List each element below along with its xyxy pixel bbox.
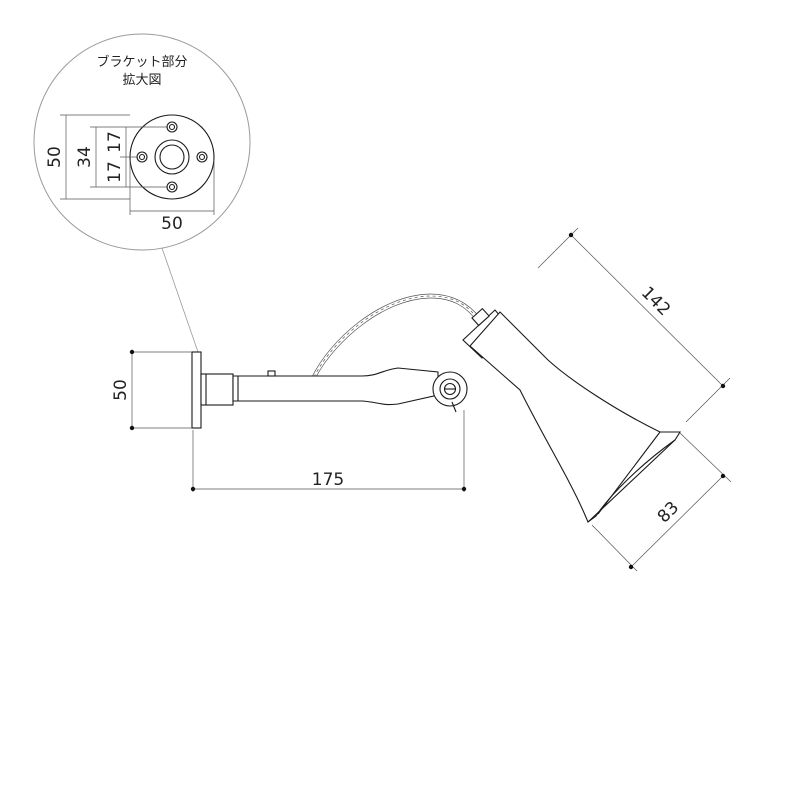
- screw-hole-top-inner: [168, 123, 176, 131]
- detail-dimension-lines: [65, 115, 214, 212]
- detail-dim-width: 50: [161, 214, 183, 234]
- arm: [232, 367, 439, 406]
- detail-title-line2: 拡大図: [122, 73, 161, 88]
- detail-dim-height-total: 50: [45, 146, 65, 168]
- screw-hole-left-inner: [138, 153, 146, 161]
- detail-dim-lower-offset: 17: [105, 161, 125, 183]
- screw-hole-bottom-inner: [168, 183, 176, 191]
- screw-hole-right: [196, 151, 208, 163]
- detail-extension-lines: [60, 114, 215, 215]
- wall-plate: [191, 351, 202, 429]
- dim-bracket-height: 50: [111, 379, 131, 401]
- screw-hole-right-inner: [198, 153, 206, 161]
- detail-title-line1: ブラケット部分: [96, 54, 187, 70]
- flange-center-hole-inner: [159, 144, 185, 170]
- power-cord: [311, 293, 481, 378]
- lamp-shade: [469, 311, 681, 523]
- flange-center-hole-outer: [154, 139, 190, 175]
- pivot-joint: [432, 371, 468, 413]
- dim-shade-length: 142: [637, 283, 674, 320]
- bracket-detail-view: ブラケット部分 拡大図: [33, 33, 251, 251]
- detail-leader-line: [161, 247, 199, 353]
- detail-dim-upper-offset: 17: [105, 131, 125, 153]
- arm-set-screw: [267, 370, 276, 377]
- detail-circle: [33, 33, 251, 251]
- cord-gland: [471, 307, 490, 327]
- dim-shade-diameter: 83: [654, 498, 683, 527]
- dim-arm-length: 175: [312, 470, 344, 490]
- lamp-elevation: [191, 293, 681, 523]
- detail-dim-hole-spacing: 34: [75, 146, 95, 168]
